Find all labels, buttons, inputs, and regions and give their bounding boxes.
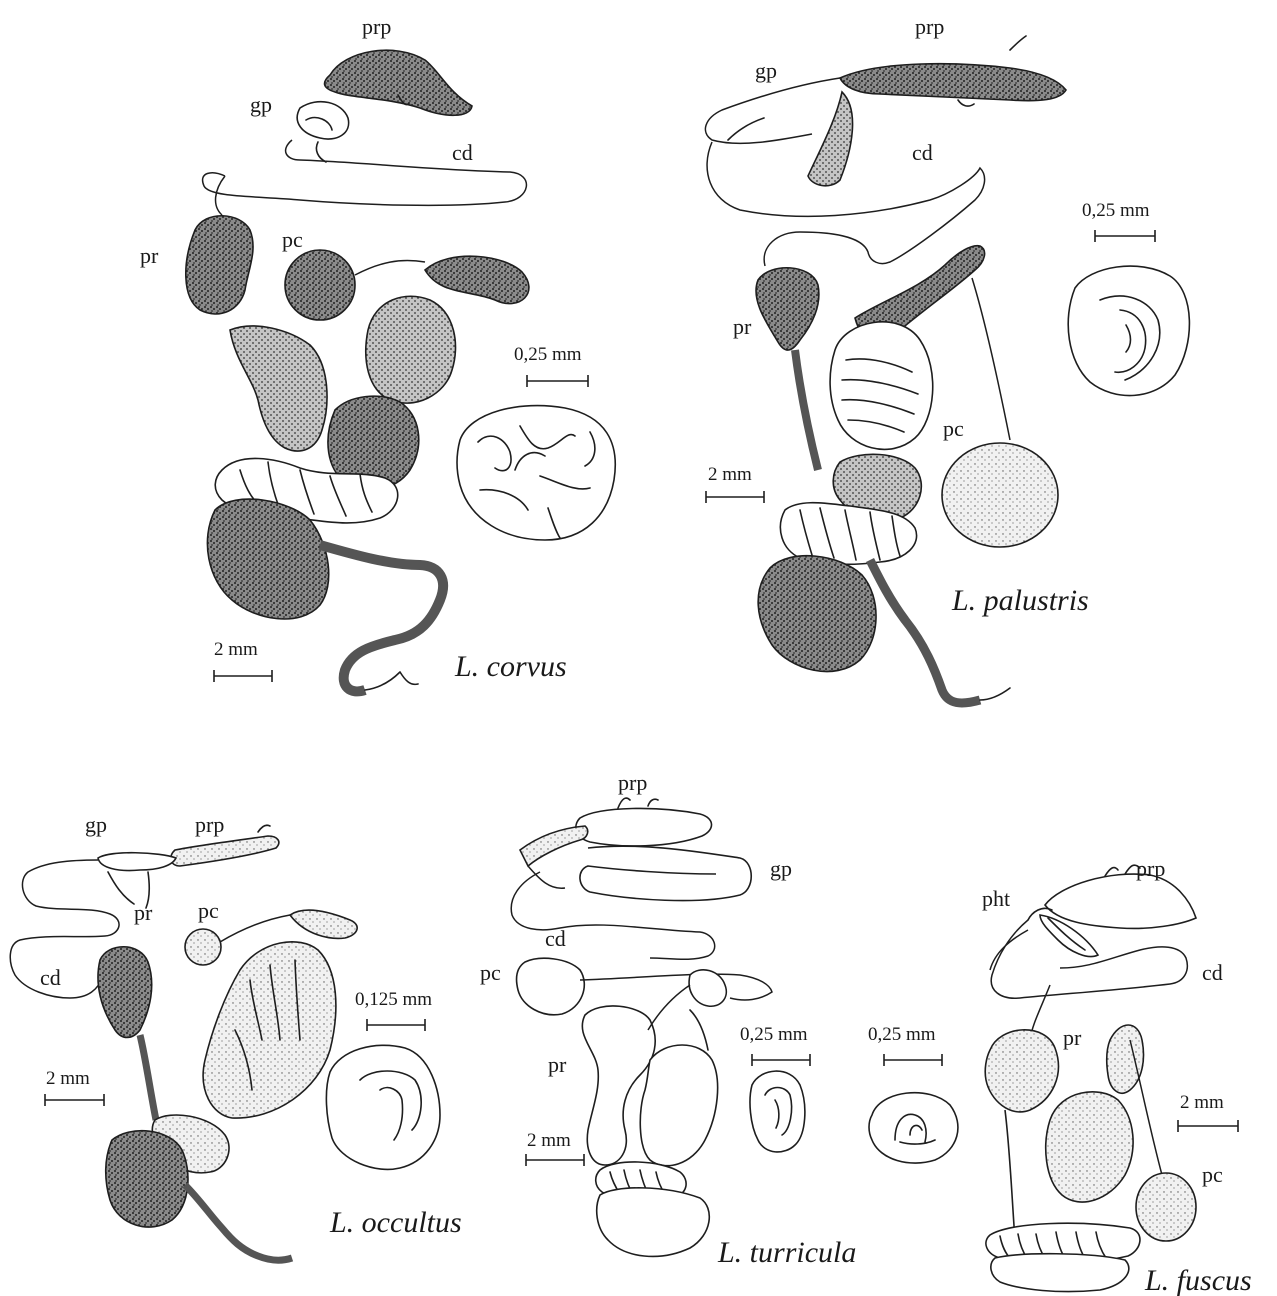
scale-label: 2 mm (46, 1068, 90, 1089)
scale-label: 0,25 mm (740, 1024, 808, 1045)
label-pr: pr (1063, 1025, 1082, 1050)
label-pr: pr (548, 1052, 567, 1077)
label-cd: cd (40, 965, 61, 990)
label-pc: pc (198, 898, 219, 923)
panel-section-extra (869, 1093, 958, 1163)
label-prp: prp (915, 14, 944, 39)
species-name: L. fuscus (1144, 1264, 1252, 1296)
label-prp: prp (195, 812, 224, 837)
scale-label: 0,25 mm (868, 1024, 936, 1045)
panel-fuscus (985, 865, 1196, 1291)
label-prp: prp (618, 770, 647, 795)
scale-bar: 2 mm (706, 464, 764, 503)
scale-bar: 0,25 mm (868, 1024, 942, 1066)
label-gp: gp (250, 92, 272, 117)
scale-bar: 2 mm (1178, 1092, 1238, 1132)
species-name: L. palustris (951, 584, 1089, 617)
scale-label: 2 mm (708, 464, 752, 485)
label-cd: cd (1202, 960, 1223, 985)
label-pr: pr (140, 243, 159, 268)
scale-bar: 2 mm (214, 639, 272, 682)
species-name: L. corvus (454, 650, 567, 683)
scale-bar: 2 mm (45, 1068, 104, 1106)
label-pc: pc (480, 960, 501, 985)
scale-label: 2 mm (1180, 1092, 1224, 1113)
scale-bar: 2 mm (526, 1130, 584, 1166)
scale-label: 0,25 mm (514, 344, 582, 365)
label-cd: cd (545, 926, 566, 951)
panel-palustris (705, 36, 1189, 703)
scale-label: 0,25 mm (1082, 200, 1150, 221)
label-pr: pr (733, 314, 752, 339)
label-cd: cd (912, 140, 933, 165)
label-pc: pc (1202, 1162, 1223, 1187)
scale-label: 2 mm (527, 1130, 571, 1151)
label-pc: pc (282, 227, 303, 252)
panel-occultus (10, 825, 440, 1260)
species-name: L. turricula (717, 1236, 856, 1269)
scale-label: 2 mm (214, 639, 258, 660)
label-pht: pht (982, 886, 1010, 911)
panel-corvus (186, 50, 615, 691)
label-prp: prp (1136, 856, 1165, 881)
scale-bar: 0,125 mm (355, 989, 432, 1031)
scale-bar: 0,25 mm (514, 344, 588, 387)
scale-bar: 0,25 mm (740, 1024, 810, 1066)
label-gp: gp (85, 812, 107, 837)
label-cd: cd (452, 140, 473, 165)
scale-bar: 0,25 mm (1082, 200, 1155, 242)
label-pr: pr (134, 900, 153, 925)
scale-label: 0,125 mm (355, 989, 432, 1010)
label-gp: gp (755, 58, 777, 83)
label-gp: gp (770, 856, 792, 881)
label-prp: prp (362, 14, 391, 39)
label-pc: pc (943, 416, 964, 441)
species-name: L. occultus (329, 1206, 462, 1239)
